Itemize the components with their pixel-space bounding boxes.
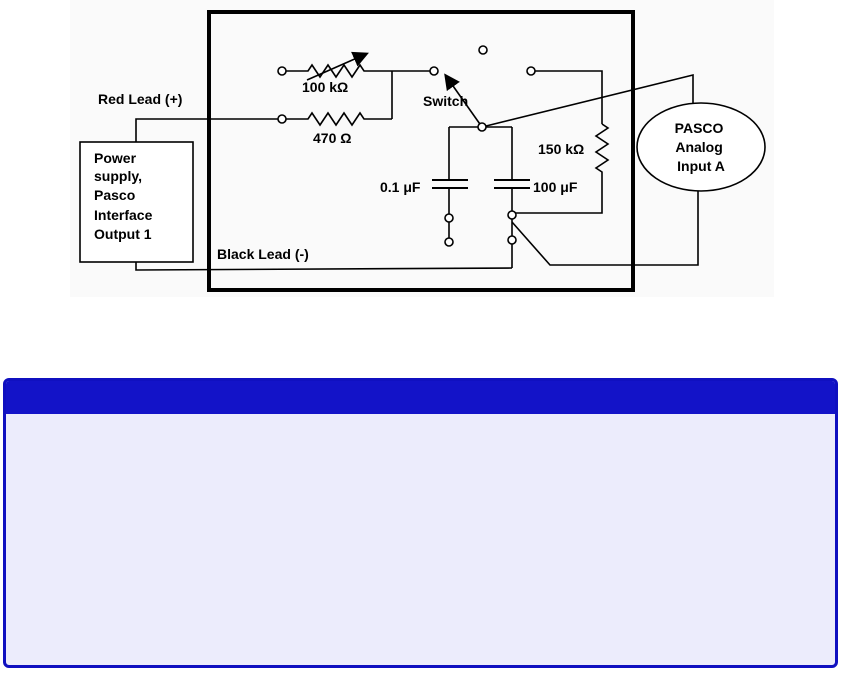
terminal-node bbox=[277, 66, 287, 76]
cap-small-label: 0.1 μF bbox=[380, 179, 421, 195]
power-supply-box bbox=[79, 141, 194, 263]
enclosure-box bbox=[207, 10, 635, 292]
switch-arm bbox=[444, 73, 483, 128]
resistor-470-symbol bbox=[282, 111, 392, 127]
info-panel-header bbox=[6, 381, 835, 414]
black-lead-wire bbox=[135, 262, 513, 271]
black-lead-label: Black Lead (-) bbox=[217, 246, 309, 262]
circuit-diagram: Power supply, Pasco Interface Output 1 R… bbox=[70, 0, 774, 297]
variable-resistor-symbol bbox=[282, 63, 392, 79]
red-lead-wire bbox=[135, 118, 282, 142]
capacitor-bottom-wire bbox=[448, 188, 513, 216]
terminal-node bbox=[478, 45, 488, 55]
terminal-node bbox=[444, 237, 454, 247]
terminal-node bbox=[477, 122, 487, 132]
terminal-node bbox=[444, 213, 454, 223]
red-lead-label: Red Lead (+) bbox=[98, 91, 182, 107]
terminal-node bbox=[277, 114, 287, 124]
pasco-ground-lead bbox=[511, 191, 699, 266]
power-supply-label: Power supply, Pasco Interface Output 1 bbox=[94, 150, 156, 242]
variable-resistor-label: 100 kΩ bbox=[302, 79, 348, 95]
terminal-node bbox=[507, 210, 517, 220]
terminal-node bbox=[429, 66, 439, 76]
terminal-node bbox=[507, 235, 517, 245]
resistor-470-label: 470 Ω bbox=[313, 130, 351, 146]
variable-resistor-arrow bbox=[306, 51, 369, 81]
pasco-signal-lead bbox=[481, 73, 694, 128]
terminal-node bbox=[526, 66, 536, 76]
switch-label: Switch bbox=[423, 93, 468, 109]
resistor-150k-symbol bbox=[512, 123, 610, 214]
pasco-input-label: PASCO Analog Input A bbox=[675, 120, 728, 174]
cap-large-label: 100 μF bbox=[533, 179, 578, 195]
pasco-input-ellipse bbox=[636, 102, 766, 192]
switch-right-wire bbox=[531, 70, 603, 124]
resistor-150k-label: 150 kΩ bbox=[538, 141, 584, 157]
info-panel bbox=[3, 378, 838, 668]
